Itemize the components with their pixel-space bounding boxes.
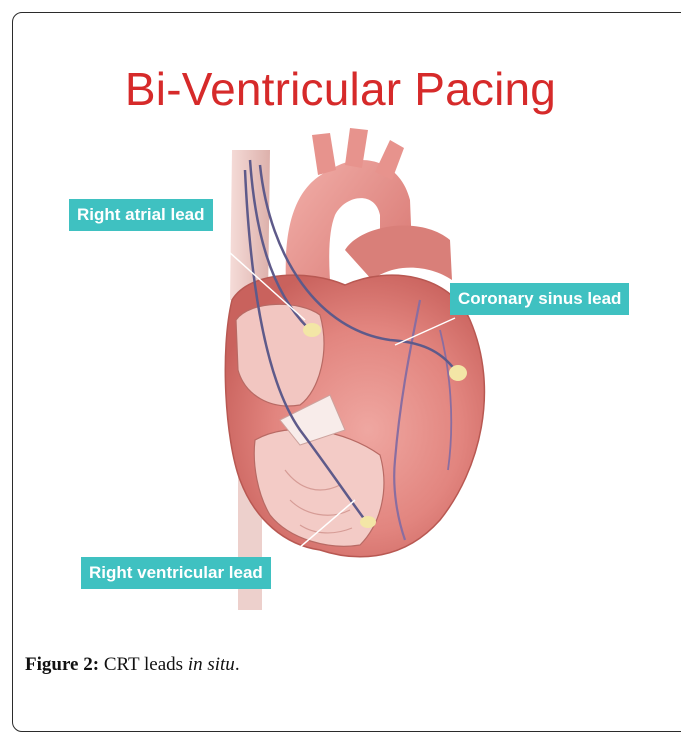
caption-italic: in situ	[188, 654, 235, 675]
pulmonary-artery	[345, 226, 452, 280]
lead-tip-ventricular	[360, 516, 376, 528]
lead-tip-atrial	[303, 323, 321, 337]
label-coronary-sinus-lead: Coronary sinus lead	[450, 283, 629, 315]
label-right-atrial-lead: Right atrial lead	[69, 199, 213, 231]
figure-caption: Figure 2: CRT leads in situ.	[25, 654, 240, 676]
aortic-branch-3	[375, 140, 404, 180]
caption-text: CRT leads	[99, 654, 188, 675]
caption-prefix: Figure 2:	[25, 654, 99, 675]
lead-tip-coronary	[449, 365, 467, 381]
label-right-ventricular-lead: Right ventricular lead	[81, 557, 271, 589]
caption-suffix: .	[235, 654, 240, 675]
aortic-branch-1	[312, 133, 336, 175]
heart-illustration	[0, 0, 681, 716]
